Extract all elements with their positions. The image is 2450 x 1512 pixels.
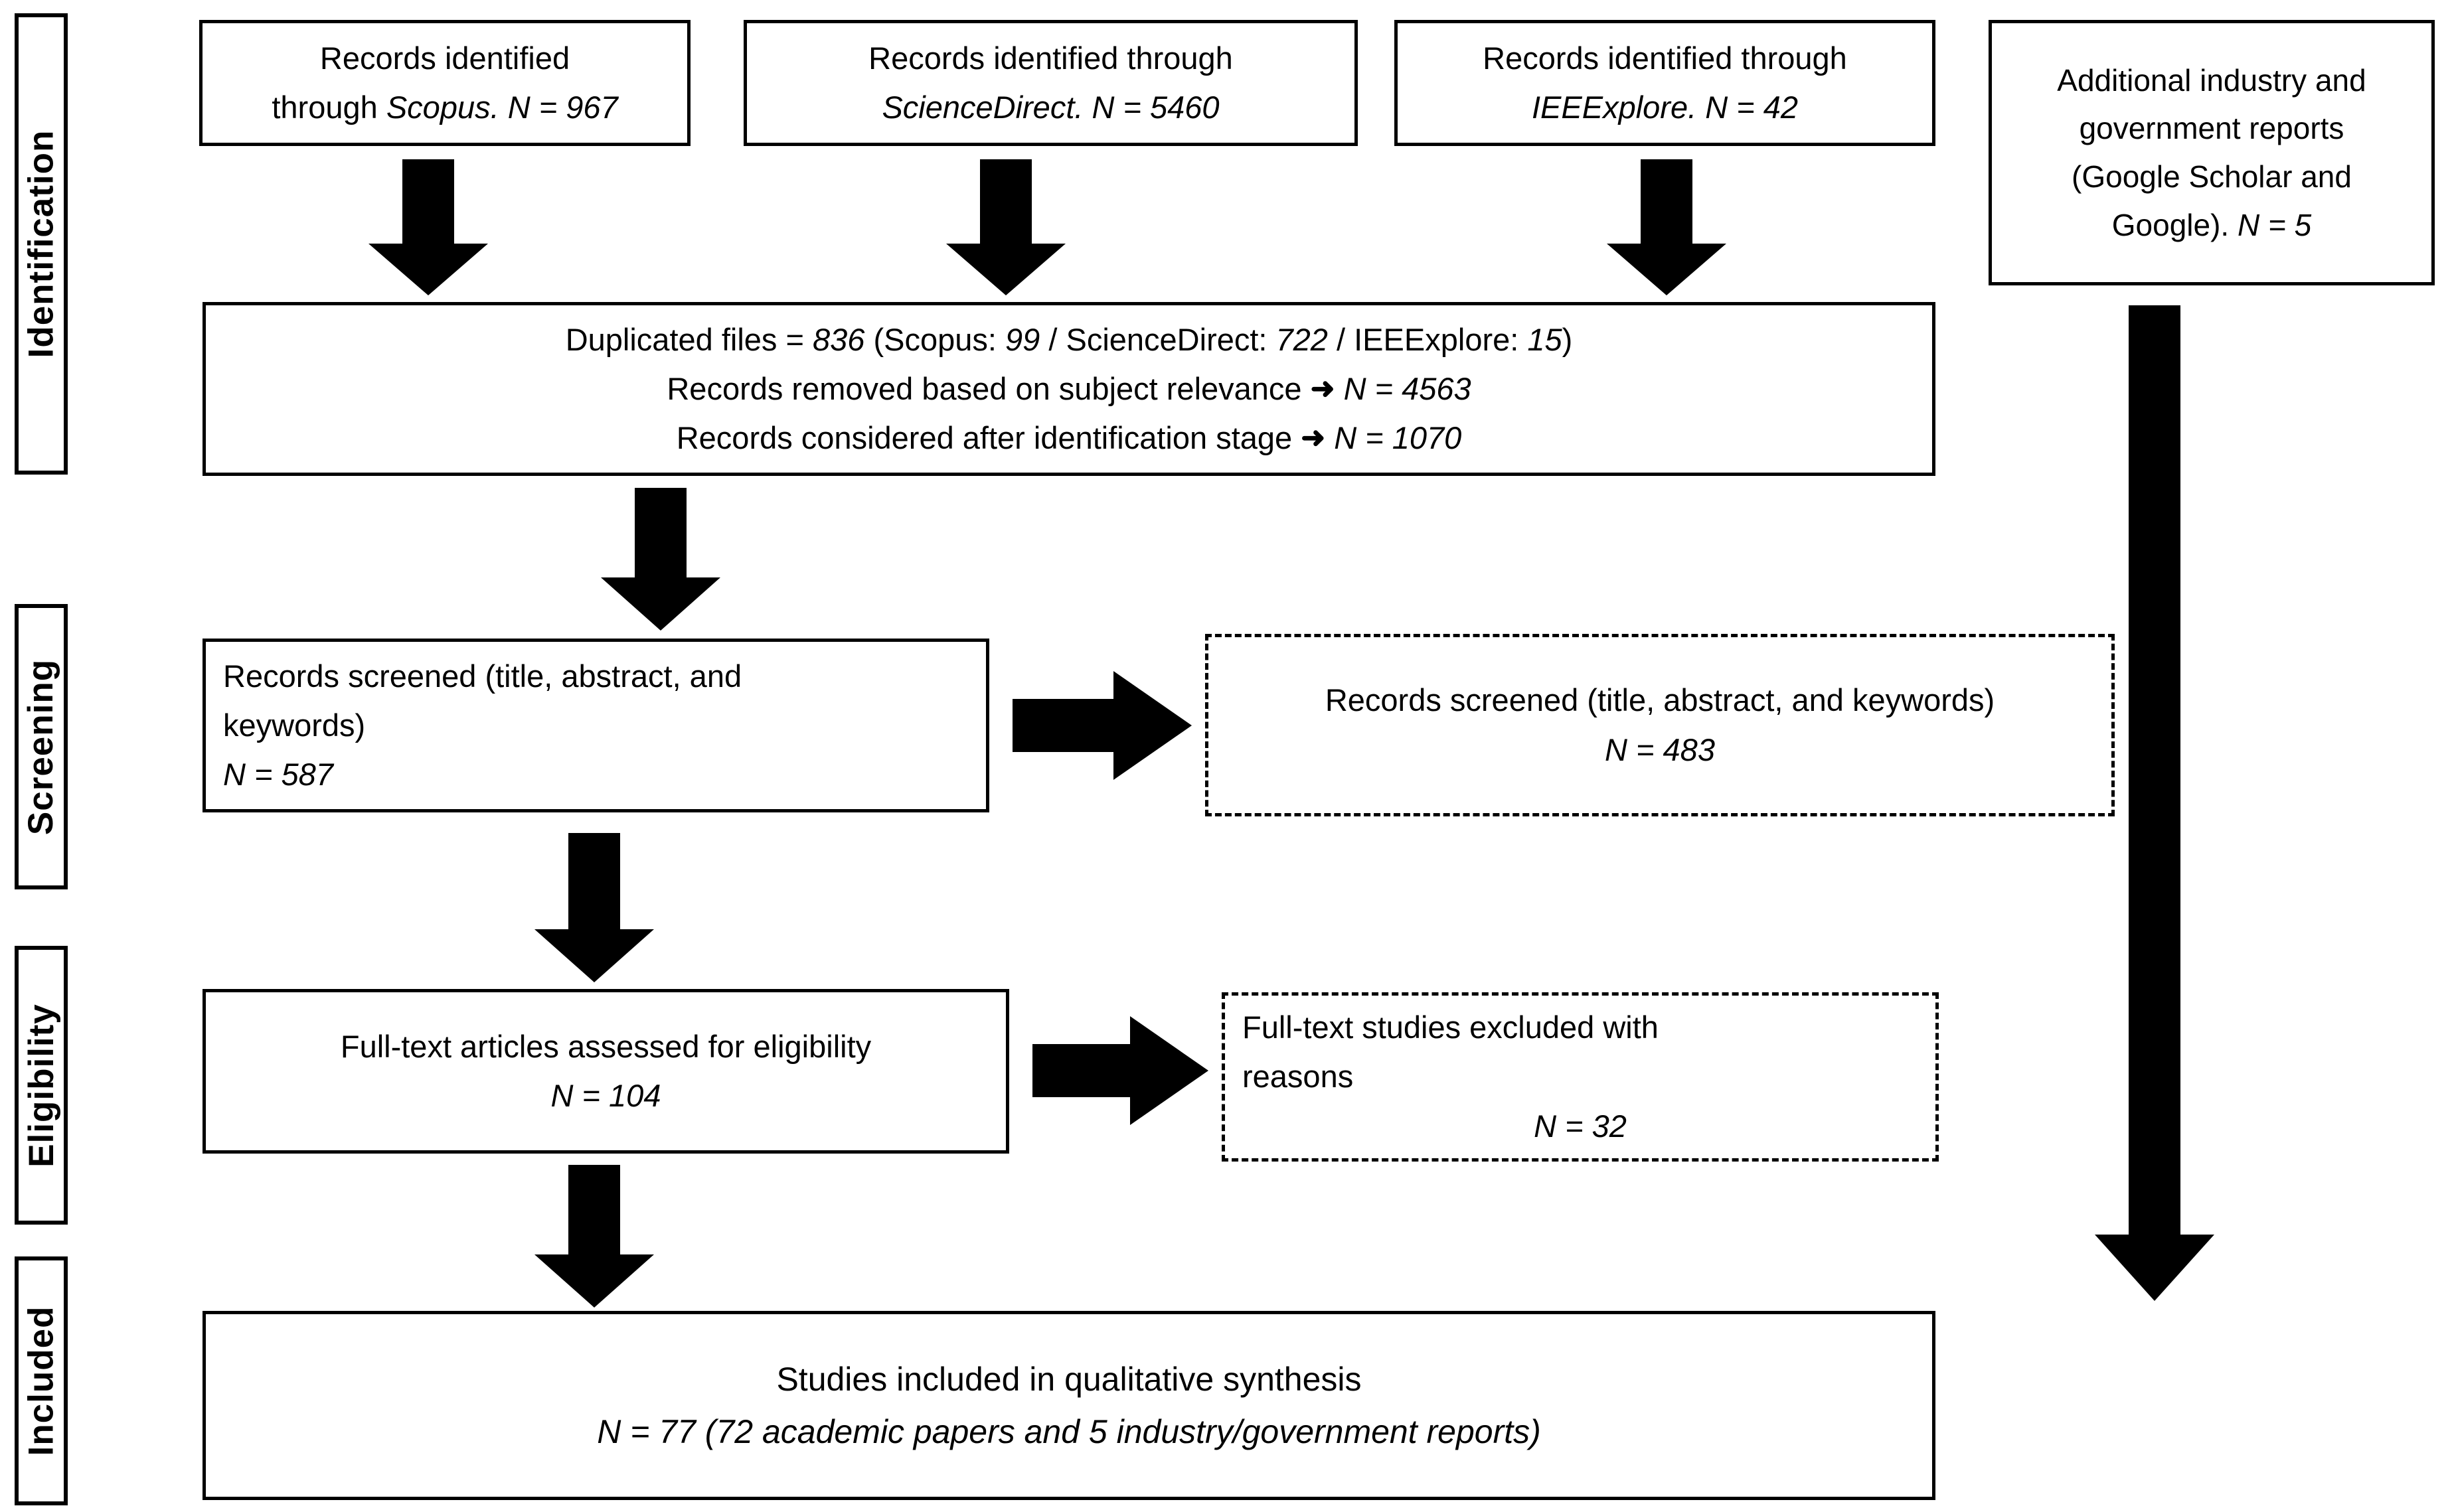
records-screened-excluded-box: Records screened (title, abstract, and k…	[1205, 634, 2115, 816]
records-screened-excluded-line1: Records screened (title, abstract, and k…	[1325, 682, 1995, 718]
right-arrow-icon: ➜	[1310, 372, 1335, 405]
arrow-shaft	[568, 1165, 620, 1254]
full-text-excluded-line1: Full-text studies excluded with	[1242, 1010, 1659, 1045]
arrow-head	[1113, 670, 1192, 780]
full-text-assessed-n: N = 104	[550, 1078, 661, 1113]
records-screened-line1: Records screened (title, abstract, and	[223, 658, 742, 694]
summary-dup-prefix: Duplicated files =	[565, 321, 813, 357]
arrow-shaft	[1013, 698, 1119, 752]
summary-removed-label: Records removed based on subject relevan…	[667, 370, 1302, 406]
full-text-excluded-n: N = 32	[1534, 1108, 1627, 1144]
source-ieeexplore-line2: IEEExplore. N = 42	[1531, 90, 1798, 125]
full-text-assessed-line1: Full-text articles assessed for eligibil…	[340, 1028, 872, 1064]
summary-dup-sep1: (Scopus:	[864, 321, 1006, 357]
stage-label-screening-text: Screening	[21, 658, 61, 835]
arrow-shaft	[402, 159, 454, 246]
arrow-head	[946, 244, 1066, 295]
stage-label-included-text: Included	[21, 1306, 61, 1456]
arrow-shaft	[635, 488, 687, 577]
arrow-shaft	[568, 833, 620, 929]
arrow-screened-to-fulltext	[534, 833, 654, 982]
arrow-head	[534, 1254, 654, 1308]
summary-considered-line: Records considered after identification …	[223, 414, 1915, 463]
summary-removed-line: Records removed based on subject relevan…	[223, 364, 1915, 414]
summary-dup-sep3: / IEEExplore:	[1327, 321, 1528, 357]
stage-label-eligibility-text: Eligibility	[21, 1003, 61, 1168]
arrow-head	[1607, 244, 1726, 295]
source-scopus-line2-italic: Scopus. N = 967	[386, 90, 618, 125]
records-screened-n: N = 587	[223, 757, 333, 793]
records-screened-excluded-n: N = 483	[1605, 731, 1715, 767]
records-screened-line2: keywords)	[223, 707, 366, 743]
arrow-sciencedirect-to-summary	[946, 159, 1066, 295]
stage-label-eligibility: Eligibility	[15, 946, 68, 1225]
identification-summary-box: Duplicated files = 836 (Scopus: 99 / Sci…	[203, 302, 1935, 476]
stage-label-identification-text: Identification	[21, 129, 61, 358]
arrow-shaft	[1641, 159, 1692, 246]
summary-dup-end: )	[1562, 321, 1573, 357]
source-box-scopus: Records identified through Scopus. N = 9…	[199, 20, 691, 146]
arrow-head	[1130, 1016, 1208, 1125]
source-scopus-line2-prefix: through	[272, 90, 386, 125]
studies-included-box: Studies included in qualitative synthesi…	[203, 1311, 1935, 1500]
source-box-additional-reports: Additional industry and government repor…	[1989, 20, 2435, 285]
summary-considered-value: N = 1070	[1334, 420, 1462, 456]
arrow-fulltext-to-excluded	[1032, 1016, 1208, 1125]
arrow-head	[2095, 1235, 2214, 1301]
summary-removed-value: N = 4563	[1343, 370, 1471, 406]
arrow-summary-to-screened	[601, 488, 720, 631]
records-screened-box: Records screened (title, abstract, and k…	[203, 639, 989, 812]
arrow-fulltext-to-included	[534, 1165, 654, 1308]
summary-dup-ieeexplore: 15	[1527, 321, 1562, 357]
full-text-excluded-box: Full-text studies excluded with reasons …	[1222, 992, 1939, 1162]
additional-line4-prefix: Google).	[2111, 207, 2238, 242]
stage-label-identification: Identification	[15, 13, 68, 475]
arrow-additional-to-included	[2095, 305, 2214, 1301]
arrow-head	[534, 929, 654, 982]
arrow-screened-to-excluded	[1013, 670, 1192, 780]
source-scopus-line1: Records identified	[319, 40, 570, 76]
additional-line1: Additional industry and	[2057, 62, 2366, 98]
stage-label-screening: Screening	[15, 604, 68, 889]
summary-dup-total: 836	[813, 321, 865, 357]
summary-considered-label: Records considered after identification …	[676, 420, 1293, 456]
arrow-shaft	[1032, 1043, 1135, 1097]
source-box-ieeexplore: Records identified through IEEExplore. N…	[1394, 20, 1935, 146]
studies-included-line2: N = 77 (72 academic papers and 5 industr…	[597, 1412, 1541, 1450]
stage-label-included: Included	[15, 1256, 68, 1505]
additional-line2: government reports	[2079, 111, 2344, 146]
source-sciencedirect-line2: ScienceDirect. N = 5460	[882, 90, 1220, 125]
summary-dup-sciencedirect: 722	[1275, 321, 1328, 357]
source-sciencedirect-line1: Records identified through	[868, 40, 1233, 76]
summary-dup-scopus: 99	[1005, 321, 1040, 357]
source-box-sciencedirect: Records identified through ScienceDirect…	[744, 20, 1358, 146]
full-text-excluded-line2: reasons	[1242, 1059, 1354, 1095]
additional-line3: (Google Scholar and	[2072, 159, 2352, 194]
arrow-ieeexplore-to-summary	[1607, 159, 1726, 295]
additional-line4: Google). N = 5	[2009, 201, 2414, 250]
source-ieeexplore-line1: Records identified through	[1483, 40, 1847, 76]
source-scopus-line2: through Scopus. N = 967	[220, 83, 670, 132]
arrow-head	[368, 244, 488, 295]
arrow-head	[601, 577, 720, 631]
additional-line4-italic: N = 5	[2237, 207, 2312, 242]
arrow-shaft	[980, 159, 1032, 246]
studies-included-line1: Studies included in qualitative synthesi…	[776, 1360, 1362, 1398]
full-text-assessed-box: Full-text articles assessed for eligibil…	[203, 989, 1009, 1154]
summary-dup-sep2: / ScienceDirect:	[1040, 321, 1276, 357]
summary-duplicated-line: Duplicated files = 836 (Scopus: 99 / Sci…	[223, 315, 1915, 364]
arrow-scopus-to-summary	[368, 159, 488, 295]
arrow-shaft	[2129, 305, 2180, 1235]
right-arrow-icon: ➜	[1301, 421, 1326, 455]
